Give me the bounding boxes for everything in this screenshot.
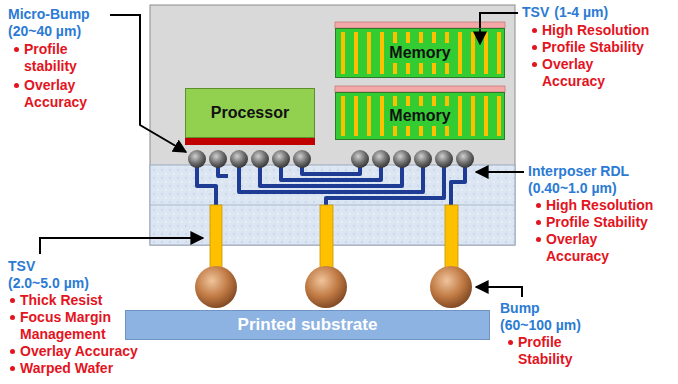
- callout-heading: TSV: [8, 258, 35, 275]
- requirement-bullet: Overlay Accuracy: [6, 343, 138, 360]
- requirement-bullet: Focus Margin Management: [6, 309, 115, 343]
- requirement-bullet: Profile Stability: [532, 214, 648, 231]
- rdl-wiring: [197, 167, 465, 205]
- requirement-bullet: Profile Stability: [504, 334, 584, 368]
- solder-bump: [195, 266, 472, 308]
- requirement-bullet: High Resolution: [532, 197, 653, 214]
- requirement-bullet: Profile stability: [10, 41, 90, 75]
- callout-heading: (2.0~5.0 µm): [8, 275, 89, 292]
- requirement-bullet: Overlay Accuracy: [532, 231, 632, 265]
- callout-heading: TSV: [522, 4, 549, 21]
- requirement-bullet: Thick Resist: [6, 292, 102, 309]
- substrate-band: Printed substrate: [125, 310, 490, 340]
- memory-tsv-stripes: [337, 32, 503, 74]
- leader-line: [40, 13, 524, 297]
- requirement-bullet: Overlay Accuracy: [10, 77, 90, 111]
- callout-heading: Micro-Bump: [8, 6, 90, 23]
- callout-heading: Interposer RDL: [528, 163, 629, 180]
- memory-die-box: Memory: [335, 92, 505, 140]
- processor-box: Processor: [185, 88, 315, 138]
- requirement-bullet: Overlay Accuracy: [528, 56, 628, 90]
- box-label: Memory: [385, 43, 454, 62]
- box-label: Memory: [385, 106, 454, 125]
- memory-die: [335, 92, 505, 140]
- interposer-tsv: [210, 205, 458, 268]
- requirement-bullet: Profile Stability: [528, 39, 644, 56]
- requirement-bullet: High Resolution: [528, 22, 649, 39]
- callout-heading: (20~40 µm): [8, 23, 81, 40]
- memory-die-box: Memory: [335, 28, 505, 78]
- callout-heading: (1-4 µm): [554, 4, 608, 21]
- memory-tsv-stripes: [337, 96, 503, 136]
- micro-bump: [188, 150, 474, 168]
- requirement-bullet: Warped Wafer: [6, 360, 113, 377]
- callout-heading: (0.40~1.0 µm): [528, 180, 617, 197]
- callout-heading: Bump: [500, 300, 540, 317]
- callout-heading: (60~100 µm): [500, 317, 581, 334]
- box-label: Processor: [211, 103, 289, 122]
- processor-pad-layer: [185, 138, 315, 145]
- box-label: Printed substrate: [238, 315, 378, 335]
